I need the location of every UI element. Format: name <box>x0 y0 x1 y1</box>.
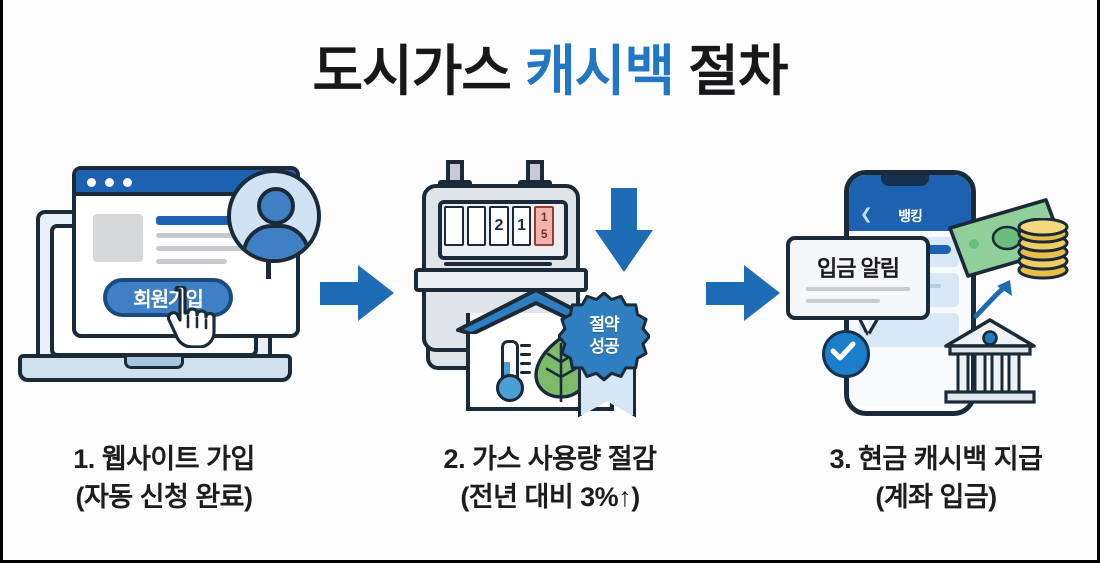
arrow-head <box>595 229 653 272</box>
step-1-caption: 1. 웹사이트 가입 (자동 신청 완료) <box>14 440 314 517</box>
seal-badge-icon: 절약 성공 <box>558 291 650 418</box>
meter-digit <box>466 205 487 246</box>
step-2-caption-line2: (전년 대비 3%↑) <box>460 482 640 513</box>
step-3-caption: 3. 현금 캐시백 지급 (계좌 입금) <box>786 440 1086 517</box>
down-arrow-icon <box>595 187 653 272</box>
right-arrow-icon <box>320 264 394 321</box>
avatar-head <box>257 186 295 225</box>
badge-label: 절약 성공 <box>558 314 650 358</box>
speech-bubble-icon: 입금 알림 <box>786 235 930 320</box>
text-line <box>156 258 227 264</box>
page-title-part2: 절차 <box>674 40 788 102</box>
step-3-illustration: ❮ 뱅킹 입금 알림 <box>786 158 1086 428</box>
check-mark-icon <box>830 341 856 360</box>
headline-line <box>156 215 253 225</box>
browser-dot-icon <box>123 177 132 187</box>
laptop-trackpad-notch <box>124 353 184 369</box>
thermometer-icon <box>496 339 524 402</box>
meter-rolling-digit-bottom: 5 <box>540 227 548 241</box>
badge-seal-shape <box>558 291 650 381</box>
image-placeholder <box>93 213 143 262</box>
step-1-caption-line2: (자동 신청 완료) <box>75 482 253 513</box>
meter-digit <box>444 205 464 246</box>
thermometer-ticks <box>520 343 534 376</box>
arrow-shaft <box>706 281 748 305</box>
arrow-shaft <box>611 187 637 232</box>
text-line <box>156 232 253 238</box>
page-title-part1: 도시가스 <box>312 40 526 102</box>
page-title-accent: 캐시백 <box>525 40 675 102</box>
deposit-alert-text: 입금 알림 <box>816 255 900 281</box>
signup-button[interactable]: 회원가입 <box>103 277 233 317</box>
text-line <box>156 245 253 251</box>
gas-meter-band <box>414 267 588 292</box>
thermometer-bulb <box>496 373 524 402</box>
meter-digit: 1 <box>511 205 532 246</box>
badge-label-line1: 절약 <box>589 314 619 334</box>
step-2-caption: 2. 가스 사용량 절감 (전년 대비 3%↑) <box>400 440 700 517</box>
meter-rolling-digit: 1 5 <box>534 205 554 246</box>
page-title: 도시가스 캐시백 절차 <box>3 26 1097 106</box>
step-1-caption-line1: 1. 웹사이트 가입 <box>73 444 255 474</box>
badge-label-line2: 성공 <box>589 336 619 356</box>
steps-illustration-row: 회원가입 <box>3 155 1097 430</box>
check-circle-icon <box>822 329 870 378</box>
avatar-stem <box>266 252 271 279</box>
step-3-caption-line1: 3. 현금 캐시백 지급 <box>829 444 1043 474</box>
phone-card-pill <box>919 244 951 254</box>
step-2-caption-line1: 2. 가스 사용량 절감 <box>443 444 657 474</box>
step-captions-row: 1. 웹사이트 가입 (자동 신청 완료) 2. 가스 사용량 절감 (전년 대… <box>3 440 1097 550</box>
meter-rolling-digit-top: 1 <box>540 210 548 224</box>
avatar-body <box>242 223 310 259</box>
arrow-head <box>744 264 780 321</box>
bank-building-icon <box>944 317 1036 404</box>
right-arrow-icon <box>706 264 780 321</box>
up-arrow-icon <box>973 279 1012 318</box>
bubble-text-line <box>806 286 910 291</box>
coin-stack-icon <box>1017 217 1069 279</box>
back-chevron-icon[interactable]: ❮ <box>860 205 873 223</box>
thermometer-fill <box>504 361 510 382</box>
step-1-illustration: 회원가입 <box>14 158 321 428</box>
bubble-text-line <box>806 298 880 303</box>
phone-app-header: ❮ 뱅킹 <box>849 174 971 231</box>
gas-meter-digit-row: 2 1 1 5 <box>444 205 554 246</box>
phone-app-title: 뱅킹 <box>898 207 923 224</box>
meter-digit: 2 <box>489 205 509 246</box>
user-avatar-icon <box>227 168 321 263</box>
hand-cursor-icon <box>166 285 216 348</box>
phone-notch <box>881 174 929 186</box>
arrow-head <box>358 264 394 321</box>
gas-meter-separator <box>444 261 552 266</box>
step-2-illustration: 2 1 1 5 <box>400 158 700 428</box>
browser-dot-icon <box>87 177 96 187</box>
step-2-to-3-arrow <box>700 264 786 321</box>
arrow-shaft <box>320 281 362 305</box>
step-1-to-2-arrow <box>314 264 400 321</box>
step-3-caption-line2: (계좌 입금) <box>875 482 997 513</box>
browser-dot-icon <box>105 177 114 187</box>
